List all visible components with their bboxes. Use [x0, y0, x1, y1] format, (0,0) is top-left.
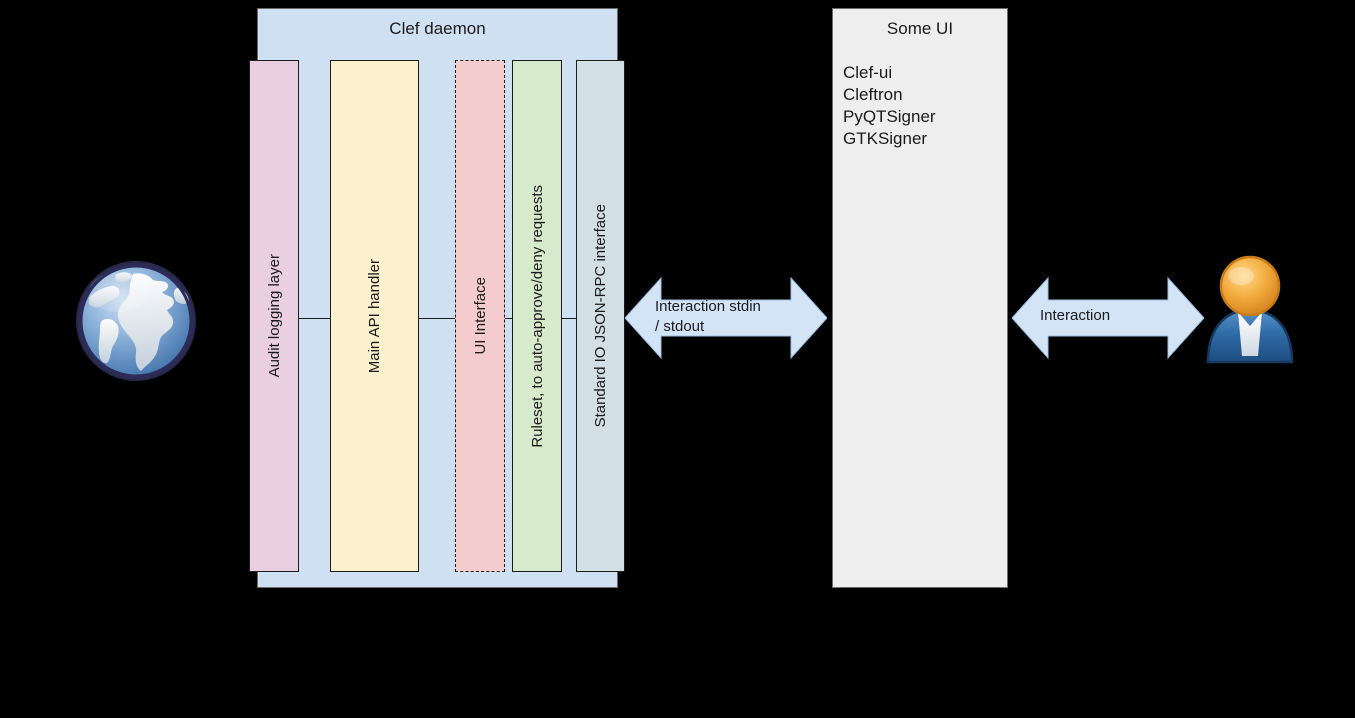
arrow-interaction-user [1012, 273, 1204, 363]
arrow-interaction-stdio [625, 273, 827, 363]
component-label: Main API handler [366, 258, 383, 374]
connector-line [504, 318, 513, 319]
clef-daemon-container [257, 8, 618, 588]
list-item: PyQTSigner [843, 107, 936, 126]
some-ui-title: Some UI [886, 19, 954, 38]
some-ui-container [832, 8, 1008, 588]
component-label: Audit logging layer [265, 254, 283, 378]
component-audit-logging-layer[interactable]: Audit logging layer [249, 60, 299, 572]
component-label: Ruleset, to auto-approve/deny requests [528, 184, 546, 448]
connector-line [561, 318, 577, 319]
arrow-interaction-stdio-label: Interaction stdin / stdout [655, 298, 761, 335]
component-ui-interface[interactable]: UI Interface [455, 60, 505, 572]
component-main-api-handler[interactable]: Main API handler [330, 60, 419, 572]
component-label: UI Interface [471, 277, 489, 355]
component-label: Standard IO JSON-RPC interface [592, 204, 609, 428]
connector-line [298, 318, 331, 319]
connector-line [418, 318, 456, 319]
list-item: Cleftron [843, 85, 903, 104]
clef-daemon-title: Clef daemon [389, 19, 486, 38]
arrow-interaction-user-label: Interaction [1040, 307, 1111, 324]
some-ui-list: Clef-ui Cleftron PyQTSigner GTKSigner [843, 62, 1003, 150]
list-item: GTKSigner [843, 129, 928, 148]
globe-icon [73, 258, 199, 384]
component-standard-io-jsonrpc[interactable]: Standard IO JSON-RPC interface [576, 60, 625, 572]
user-icon [1200, 252, 1300, 364]
component-ruleset[interactable]: Ruleset, to auto-approve/deny requests [512, 60, 562, 572]
list-item: Clef-ui [843, 63, 893, 82]
